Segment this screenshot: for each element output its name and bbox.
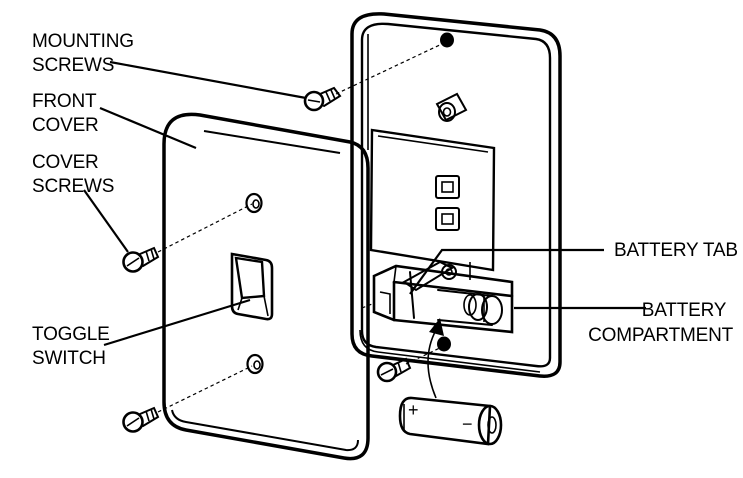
back-plate — [350, 12, 562, 378]
mounting-hole-bottom — [437, 336, 451, 352]
label-cover-screws: COVER SCREWS — [32, 152, 114, 197]
battery: + − — [398, 396, 503, 446]
label-front-cover: FRONT COVER — [32, 91, 101, 136]
board-component-top — [435, 175, 460, 199]
label-toggle-switch: TOGGLE SWITCH — [32, 324, 115, 369]
cover-screw-top — [122, 246, 160, 273]
board-component-bottom — [435, 207, 460, 231]
toggle-switch — [230, 252, 274, 321]
battery-compartment — [372, 264, 514, 334]
cover-screw-hole-top — [245, 192, 263, 214]
cover-screw-bottom — [122, 406, 160, 433]
label-battery-compartment: BATTERY COMPARTMENT — [588, 300, 733, 346]
leader-lines — [83, 60, 646, 347]
mounting-hole-top — [440, 32, 454, 48]
mounting-screw-bottom — [376, 357, 412, 383]
insertion-arrow — [427, 318, 444, 399]
label-mounting-screws: MOUNTING SCREWS — [32, 31, 139, 76]
battery-positive-sign: + — [408, 400, 418, 420]
battery-in-compartment — [437, 289, 503, 326]
alignment-lines — [157, 41, 447, 413]
cover-screw-hole-bottom — [246, 353, 264, 375]
mounting-screw — [303, 86, 342, 112]
battery-negative-sign: − — [462, 414, 472, 434]
circuit-board — [369, 128, 496, 272]
standoff-post — [435, 92, 468, 122]
label-battery-tab: BATTERY TAB — [614, 240, 738, 261]
front-cover — [162, 112, 370, 461]
